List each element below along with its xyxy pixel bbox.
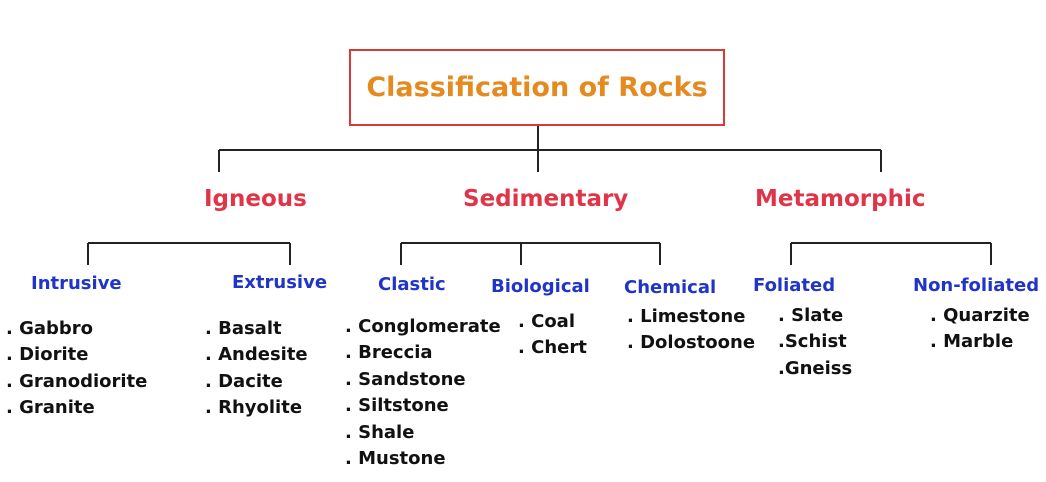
examples-intrusive: . Gabbro . Diorite . Granodiorite . Gran… (6, 316, 147, 422)
subtype-intrusive: Intrusive (31, 273, 122, 294)
subtype-foliated: Foliated (753, 275, 836, 296)
list-item: . Siltstone (345, 395, 449, 417)
category-metamorphic: Metamorphic (755, 186, 926, 212)
list-item: . Granodiorite (6, 370, 148, 392)
list-item: . Chert (518, 337, 587, 359)
list-item: .Schist (778, 331, 847, 353)
diagram-title: Classification of Rocks (366, 72, 708, 103)
list-item: . Quarzite (930, 305, 1030, 326)
list-item: . Granite (6, 397, 95, 419)
list-item: . Coal (518, 311, 575, 332)
examples-clastic: . Conglomerate . Breccia . Sandstone . S… (345, 314, 501, 472)
list-item: . Mustone (345, 448, 446, 470)
examples-foliated: . Slate .Schist .Gneiss (778, 303, 852, 382)
list-item: . Dacite (205, 370, 283, 392)
list-item: . Andesite (205, 344, 308, 366)
list-item: . Gabbro (6, 318, 94, 339)
examples-non-foliated: . Quarzite . Marble (930, 303, 1030, 356)
subtype-non-foliated: Non-foliated (913, 275, 1040, 296)
list-item: .Gneiss (778, 357, 853, 379)
list-item: . Conglomerate (345, 316, 501, 337)
category-sedimentary: Sedimentary (463, 186, 629, 212)
list-item: . Breccia (345, 342, 433, 364)
title-box: Classification of Rocks (349, 49, 725, 126)
list-item: . Slate (778, 305, 844, 326)
list-item: . Dolostoone (627, 332, 756, 354)
subtype-chemical: Chemical (624, 277, 717, 298)
examples-extrusive: . Basalt . Andesite . Dacite . Rhyolite (205, 316, 308, 422)
examples-chemical: . Limestone . Dolostoone (627, 304, 755, 357)
subtype-clastic: Clastic (378, 274, 446, 295)
list-item: . Sandstone (345, 368, 466, 390)
list-item: . Shale (345, 421, 415, 443)
category-igneous: Igneous (204, 186, 307, 212)
list-item: . Limestone (627, 306, 746, 327)
list-item: . Basalt (205, 318, 282, 339)
subtype-extrusive: Extrusive (232, 272, 328, 293)
list-item: . Marble (930, 331, 1014, 353)
subtype-biological: Biological (491, 276, 590, 297)
examples-biological: . Coal . Chert (518, 309, 587, 362)
list-item: . Rhyolite (205, 397, 303, 419)
list-item: . Diorite (6, 344, 89, 366)
